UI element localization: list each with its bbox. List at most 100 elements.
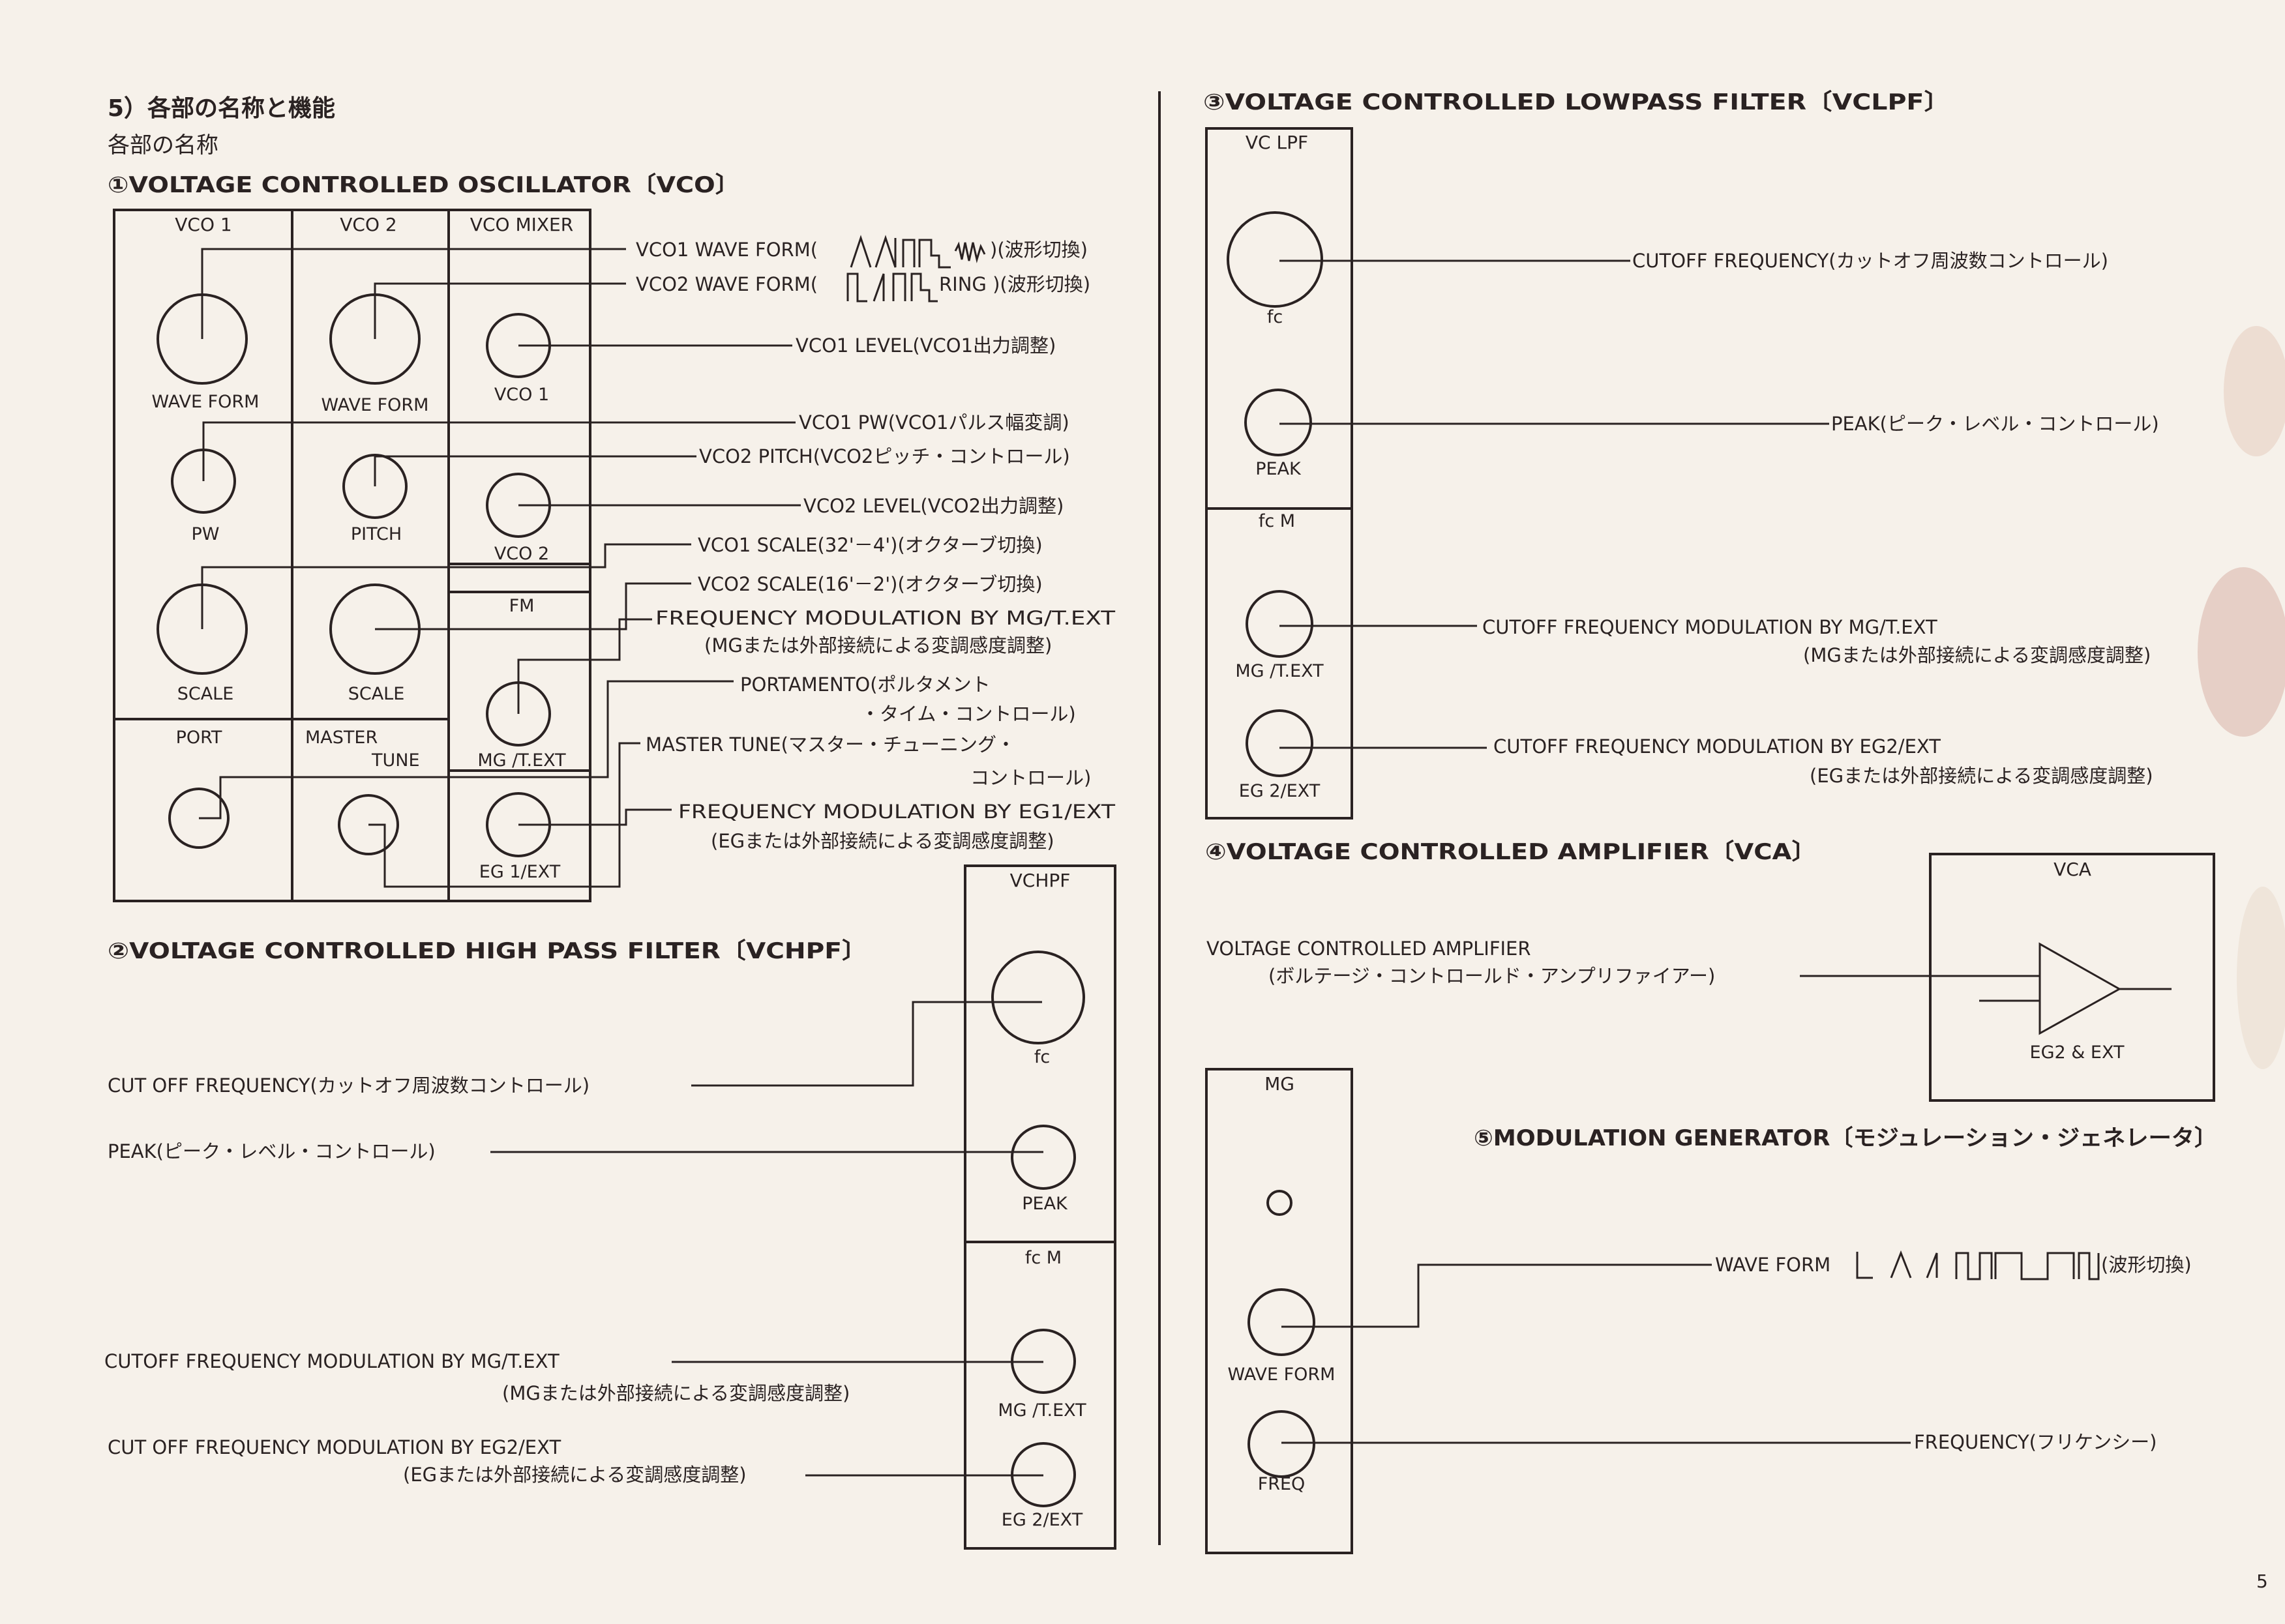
fm-header: FM [509,596,535,616]
vclpf-callout-mod-eg-b: (EGまたは外部接続による変調感度調整) [1810,765,2153,787]
mg-callout-wave-b: (波形切換) [2101,1254,2192,1276]
vchpf-callout-mod-mg-a: CUTOFF FREQUENCY MODULATION BY MG/T.EXT [104,1350,560,1372]
mg-freq-knob[interactable] [1247,1410,1315,1478]
vclpf-peak-knob[interactable] [1244,389,1312,456]
callout-fm-eg-a: FREQUENCY MODULATION BY EG1/EXT [678,801,1115,823]
vchpf-eg-label: EG 2/EXT [1002,1510,1083,1530]
port-header: PORT [176,728,222,748]
eg-ext-label: EG 1/EXT [479,862,561,882]
vco1-waveform-label: WAVE FORM [152,392,260,412]
callout-vco2-level: VCO2 LEVEL(VCO2出力調整) [803,495,1064,517]
vca-title: ④VOLTAGE CONTROLLED AMPLIFIER〔VCA〕 [1205,839,1817,865]
vco2-pitch-knob[interactable] [342,454,408,519]
vchpf-mg-label: MG /T.EXT [998,1400,1086,1421]
vclpf-fcm-label: fc M [1259,511,1295,531]
mg-waveform-icon [1856,1250,2100,1280]
page-number: 5 [2256,1571,2268,1592]
vco-knobs [157,293,551,857]
vclpf-eg-knob[interactable] [1246,709,1313,777]
mg-waveform-knob[interactable] [1247,1288,1315,1356]
vchpf-header: VCHPF [1010,870,1071,891]
vclpf-callout-peak: PEAK(ピーク・レベル・コントロール) [1831,413,2159,435]
vclpf-panel [1205,127,1353,819]
vco-panel [113,209,591,902]
vco2-waveform-icon [846,273,938,303]
vclpf-title: ③VOLTAGE CONTROLLED LOWPASS FILTER〔VCLPF… [1203,89,1950,115]
vclpf-peak-label: PEAK [1255,459,1302,479]
callout-portamento-a: PORTAMENTO(ポルタメント [740,673,991,696]
vco2-scale-label: SCALE [348,684,405,704]
mg-waveform-label: WAVE FORM [1228,1365,1336,1385]
callout-vco1-waveform-a: VCO1 WAVE FORM( [636,239,818,261]
vchpf-fcm-label: fc M [1025,1248,1062,1268]
mg-knobs [1247,1190,1315,1478]
vchpf-fc-knob[interactable] [991,951,1085,1044]
vchpf-callout-mod-mg-b: (MGまたは外部接続による変調感度調整) [502,1382,850,1404]
callout-master-tune-a: MASTER TUNE(マスター・チューニング・ [646,733,1015,756]
portamento-knob[interactable] [168,788,230,849]
vchpf-callout-mod-eg-a: CUT OFF FREQUENCY MODULATION BY EG2/EXT [108,1436,561,1458]
callout-master-tune-b: コントロール) [970,767,1091,789]
callout-vco2-scale: VCO2 SCALE(16'－2')(オクターブ切換) [698,573,1043,595]
vco1-waveform-icon [850,235,986,269]
vclpf-header: VC LPF [1246,132,1308,153]
callout-fm-mg-b: (MGまたは外部接続による変調感度調整) [704,634,1052,657]
vchpf-peak-knob[interactable] [1011,1125,1076,1190]
vco-title: ①VOLTAGE CONTROLLED OSCILLATOR〔VCO〕 [108,172,740,198]
vco-leader-lines [199,248,801,888]
vchpf-panel [964,864,1116,1550]
mg-title: ⑤MODULATION GENERATOR〔モジュレーション・ジェネレータ〕 [1474,1125,2217,1151]
callout-vco2-waveform-b: RING )(波形切換) [939,273,1090,295]
vclpf-callout-mod-mg-a: CUTOFF FREQUENCY MODULATION BY MG/T.EXT [1482,616,1937,638]
vca-panel [1929,853,2215,1102]
vco-mixer-header: VCO MIXER [470,214,573,235]
vclpf-fc-label: fc [1267,307,1283,327]
vclpf-callout-mod-mg-b: (MGまたは外部接続による変調感度調整) [1803,644,2151,666]
vchpf-callout-peak: PEAK(ピーク・レベル・コントロール) [108,1140,436,1162]
vchpf-knobs [991,951,1085,1507]
vchpf-callout-mod-eg-b: (EGまたは外部接続による変調感度調整) [403,1464,747,1486]
master-tune-knob[interactable] [338,794,399,855]
callout-vco1-scale: VCO1 SCALE(32'－4')(オクターブ切換) [698,534,1043,556]
vchpf-fc-label: fc [1034,1047,1050,1067]
section-heading: 5）各部の名称と機能 [108,95,335,122]
callout-vco1-waveform-b: )(波形切換) [990,239,1088,261]
pw-label: PW [192,524,220,544]
vchpf-peak-label: PEAK [1022,1194,1068,1214]
callout-vco1-pw: VCO1 PW(VCO1パルス幅変調) [799,411,1069,434]
master-header-2: TUNE [371,750,420,771]
vco1-level-label: VCO 1 [494,385,549,405]
vca-callout-b: (ボルテージ・コントロールド・アンプリファイアー) [1268,965,1715,987]
vca-amplifier-icon [1800,942,2172,1035]
callout-vco1-level: VCO1 LEVEL(VCO1出力調整) [796,334,1056,357]
mg-led [1266,1190,1292,1216]
section-subtitle: 各部の名称 [108,132,218,158]
vco1-header: VCO 1 [175,214,231,235]
callout-vco2-waveform-a: VCO2 WAVE FORM( [636,273,818,295]
mg-callout-freq: FREQUENCY(フリケンシー) [1914,1431,2157,1453]
vclpf-fc-knob[interactable] [1227,211,1323,308]
vca-eg-label: EG2 & EXT [2030,1042,2125,1063]
vco2-level-label: VCO 2 [494,544,549,564]
mg-panel [1205,1068,1353,1554]
mg-text-label: MG /T.EXT [477,750,566,771]
vca-header: VCA [2054,859,2091,880]
vclpf-leader-lines [1279,259,1829,749]
mg-header: MG [1264,1073,1294,1095]
callout-portamento-b: ・タイム・コントロール) [861,703,1076,725]
mg-leader-lines [1281,1263,1911,1444]
callout-fm-eg-b: (EGまたは外部接続による変調感度調整) [711,830,1054,852]
paper-stains [2198,326,2285,1069]
vchpf-callout-cutoff: CUT OFF FREQUENCY(カットオフ周波数コントロール) [108,1074,590,1097]
vco1-scale-label: SCALE [177,684,234,704]
vco2-waveform-label: WAVE FORM [321,395,429,415]
vclpf-mg-knob[interactable] [1246,590,1313,658]
callout-fm-mg-a: FREQUENCY MODULATION BY MG/T.EXT [655,607,1115,629]
mg-freq-label: FREQ [1258,1474,1306,1494]
vclpf-callout-cutoff: CUTOFF FREQUENCY(カットオフ周波数コントロール) [1632,250,2108,272]
vchpf-leader-lines [490,1001,1043,1477]
master-header-1: MASTER [305,728,378,748]
vclpf-eg-label: EG 2/EXT [1239,781,1321,801]
vco2-header: VCO 2 [340,214,396,235]
